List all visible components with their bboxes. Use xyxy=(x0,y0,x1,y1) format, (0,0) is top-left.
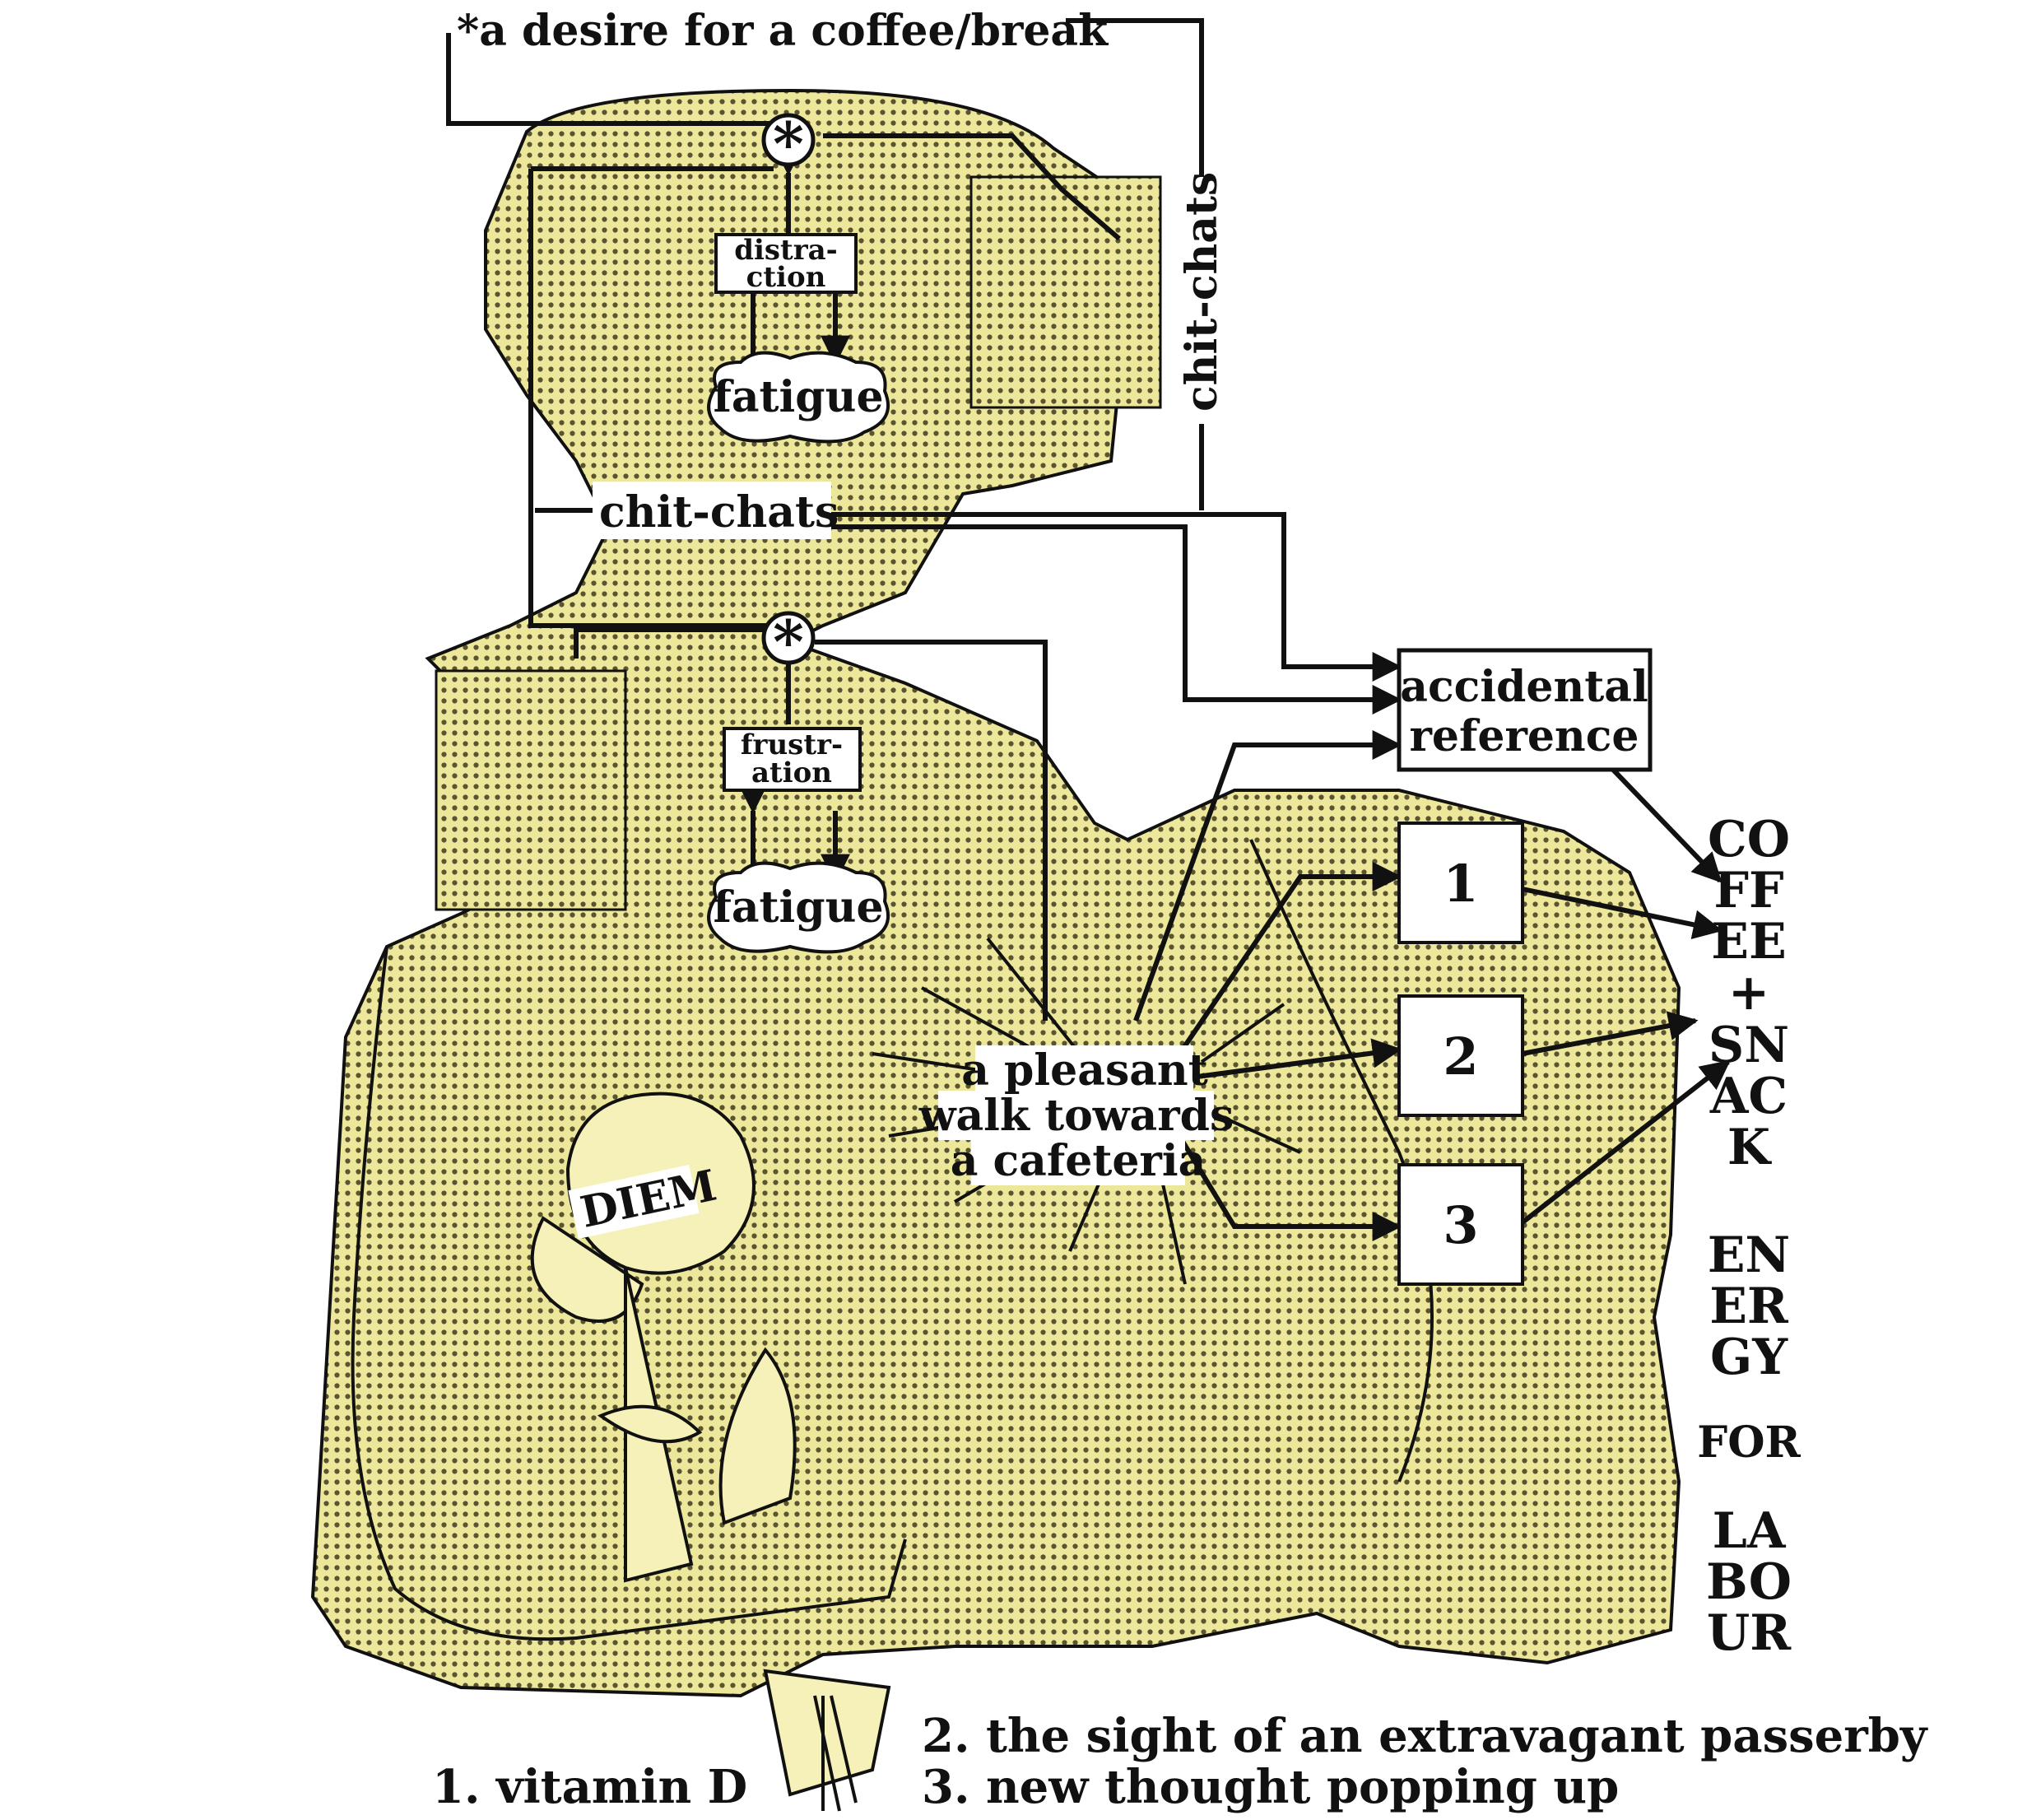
side-ee: EE xyxy=(1711,913,1786,971)
chest-fatigue-cloud xyxy=(707,861,890,954)
chit-chats-horizontal: chit-chats xyxy=(599,487,839,538)
chest-fatigue-label: fatigue xyxy=(713,882,883,933)
footnotes: 1. vitamin D 2. the sight of an extravag… xyxy=(432,1709,1928,1814)
box-3-label: 3 xyxy=(1443,1195,1478,1255)
chest-star-symbol: * xyxy=(773,607,804,677)
side-plus: + xyxy=(1728,964,1769,1022)
accidental-reference-box xyxy=(1397,648,1653,772)
accidental-reference-line1: accidental xyxy=(1400,662,1648,712)
side-k: K xyxy=(1727,1119,1772,1176)
side-co: CO xyxy=(1708,811,1790,868)
side-sn: SN xyxy=(1709,1017,1789,1074)
desire-label: *a desire for a coffee/break xyxy=(457,6,1109,56)
side-er: ER xyxy=(1709,1278,1789,1335)
flower-bouquet: DIEM xyxy=(530,1092,891,1812)
head-star-symbol: * xyxy=(773,109,804,179)
box-2-label: 2 xyxy=(1443,1026,1478,1087)
head-star-node xyxy=(761,113,816,167)
side-ac: AC xyxy=(1709,1068,1788,1125)
head-fatigue-label: fatigue xyxy=(713,372,883,422)
box-1-label: 1 xyxy=(1443,854,1478,914)
chit-chats-vertical: chit-chats xyxy=(1177,172,1227,412)
footnote-3: 3. new thought popping up xyxy=(922,1760,1619,1814)
frustration-line1: frustr- xyxy=(741,728,843,761)
walk-line1: a pleasant xyxy=(961,1045,1207,1096)
footnote-2: 2. the sight of an extravagant passerby xyxy=(922,1709,1928,1763)
side-ur: UR xyxy=(1707,1604,1792,1662)
side-bo: BO xyxy=(1706,1553,1792,1611)
frustration-box xyxy=(723,727,862,792)
chest-star-node xyxy=(761,611,816,665)
distraction-line2: ction xyxy=(746,261,826,294)
side-en: EN xyxy=(1708,1227,1791,1284)
frustration-line2: ation xyxy=(751,756,832,789)
walk-line3: a cafeteria xyxy=(951,1136,1206,1186)
accidental-reference-line2: reference xyxy=(1410,711,1639,761)
side-la: LA xyxy=(1713,1502,1787,1560)
side-gy: GY xyxy=(1710,1329,1788,1386)
walk-line2: walk towards xyxy=(918,1091,1234,1141)
head-fatigue-cloud xyxy=(707,351,890,444)
box-3 xyxy=(1397,1163,1524,1286)
side-text: CO FF EE + SN AC K EN ER GY FOR LA BO UR xyxy=(1697,811,1801,1662)
distraction-line1: distra- xyxy=(734,234,838,267)
box-1 xyxy=(1397,822,1524,944)
footnote-1: 1. vitamin D xyxy=(432,1760,747,1814)
side-for: FOR xyxy=(1697,1417,1801,1468)
side-ff: FF xyxy=(1713,862,1783,919)
distraction-box xyxy=(714,233,858,294)
box-2 xyxy=(1397,994,1524,1117)
